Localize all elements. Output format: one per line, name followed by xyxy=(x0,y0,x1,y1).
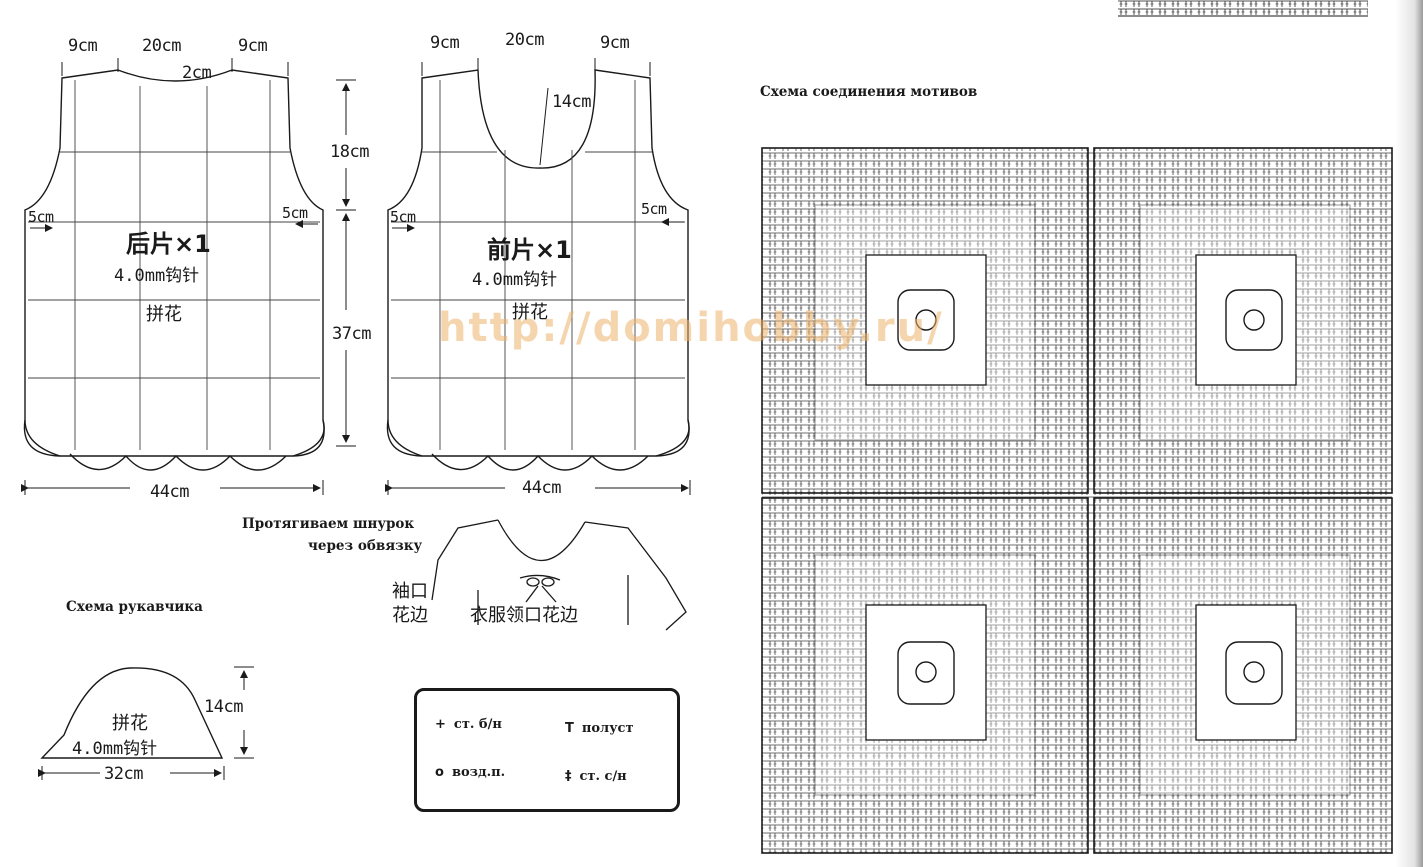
front-piece-hook: 4.0mm钩针 xyxy=(472,270,558,290)
lace-note-line2: через обвязку xyxy=(308,538,423,554)
half-double-crochet-icon: T xyxy=(565,721,574,736)
legend-dc: ‡ ст. с/н xyxy=(565,769,627,784)
front-width-dim: 44cm xyxy=(522,478,561,498)
back-neck-depth-dim: 2cm xyxy=(182,63,212,83)
front-piece-title: 前片×1 xyxy=(487,236,572,264)
back-width-dim: 44cm xyxy=(150,482,189,502)
legend-sc-label: ст. б/н xyxy=(453,717,502,732)
sleeve-heading: Схема рукавчика xyxy=(66,599,203,615)
back-shoulder-left-dim: 9cm xyxy=(68,36,98,56)
back-side-inset-right: 5cm xyxy=(282,204,308,222)
cuff-trim-label-1: 袖口 xyxy=(392,581,428,602)
legend-dc-label: ст. с/н xyxy=(579,769,627,784)
back-side-inset-left: 5cm xyxy=(28,208,54,226)
trim-sketch xyxy=(431,519,687,631)
sleeve-outline xyxy=(40,667,224,759)
front-shoulder-left-dim: 9cm xyxy=(430,33,460,53)
front-shoulder-right-dim: 9cm xyxy=(600,33,630,53)
armhole-height-dim: 18cm xyxy=(330,142,369,162)
watermark: http://domihobby.ru/ xyxy=(438,305,944,351)
front-neck-depth-dim: 14cm xyxy=(552,92,591,112)
sleeve-stitch: 拼花 xyxy=(112,713,148,734)
body-height-dim: 37cm xyxy=(332,324,371,344)
front-piece-stitch: 拼花 xyxy=(512,302,548,323)
scan-shadow-edge xyxy=(1395,0,1423,867)
back-piece-hook: 4.0mm钩针 xyxy=(114,266,200,286)
legend-hdc-label: полуст xyxy=(581,721,634,736)
collar-trim-label: 衣服领口花边 xyxy=(470,605,578,626)
motif-chart-heading: Схема соединения мотивов xyxy=(760,84,978,100)
single-crochet-icon: + xyxy=(435,717,446,732)
front-piece-outline xyxy=(386,69,690,471)
motif-chart xyxy=(761,0,1393,854)
back-piece-title: 后片×1 xyxy=(126,230,211,258)
front-side-inset-right: 5cm xyxy=(641,200,667,218)
back-piece-stitch: 拼花 xyxy=(146,304,182,325)
legend-sc: + ст. б/н xyxy=(435,717,502,732)
back-piece-outline xyxy=(23,69,325,471)
front-neck-width-dim: 20cm xyxy=(505,30,544,50)
lace-note-line1: Протягиваем шнурок xyxy=(242,516,415,532)
cuff-trim-label-2: 花边 xyxy=(392,605,428,626)
sleeve-height-dim: 14cm xyxy=(204,697,243,717)
back-piece-grid xyxy=(28,80,320,450)
legend-ch-label: возд.п. xyxy=(451,765,506,780)
double-crochet-icon: ‡ xyxy=(565,769,572,784)
back-shoulder-right-dim: 9cm xyxy=(238,36,268,56)
chain-stitch-icon: o xyxy=(435,765,444,780)
sleeve-width-dim: 32cm xyxy=(104,764,143,784)
front-side-inset-left: 5cm xyxy=(390,208,416,226)
back-neck-width-dim: 20cm xyxy=(142,36,181,56)
front-piece-grid xyxy=(391,80,685,450)
legend-ch: o возд.п. xyxy=(435,765,505,780)
sleeve-hook: 4.0mm钩针 xyxy=(72,739,158,759)
